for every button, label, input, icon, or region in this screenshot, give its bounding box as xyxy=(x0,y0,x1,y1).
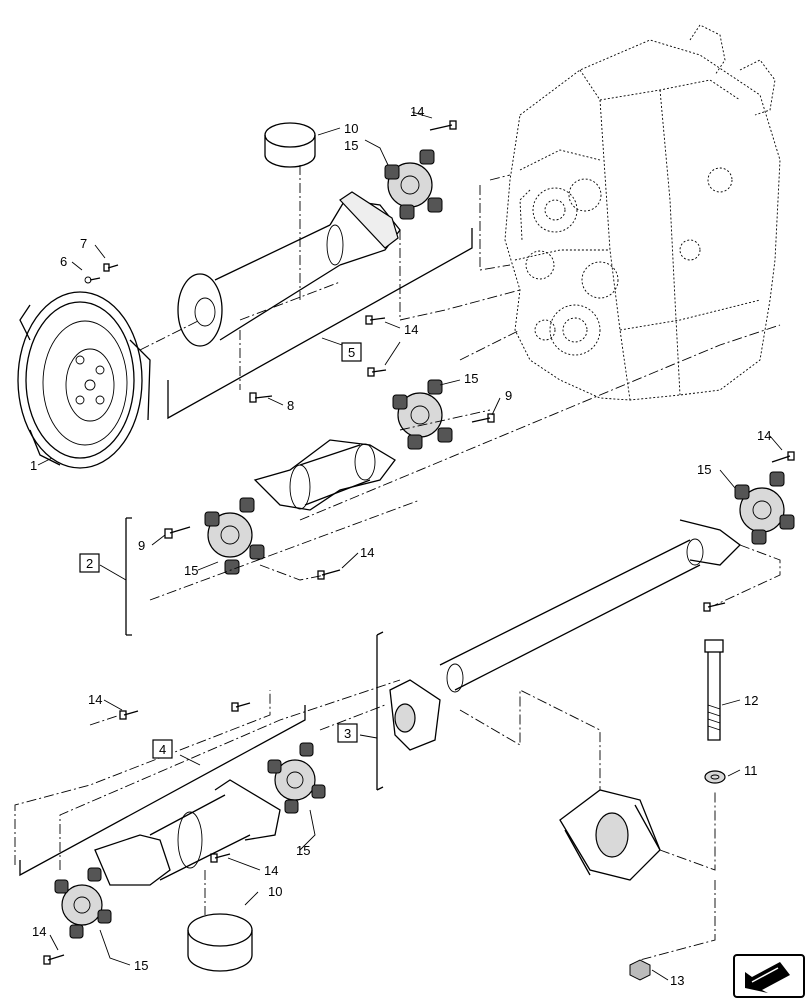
callout-9-lower: 9 xyxy=(138,538,145,553)
washer xyxy=(704,770,726,784)
right-spider-coupling xyxy=(734,471,795,545)
callout-14-b: 14 xyxy=(404,322,418,337)
callout-15-c: 15 xyxy=(184,563,198,578)
callout-10-lower: 10 xyxy=(268,884,282,899)
pillow-block-bearing xyxy=(559,789,661,881)
lower-spider-coupling-left xyxy=(54,867,112,939)
callout-11: 11 xyxy=(744,763,758,778)
callout-9-upper: 9 xyxy=(505,388,512,403)
leader-lines xyxy=(37,111,783,981)
callout-7: 7 xyxy=(80,236,87,251)
middle-drive-shaft xyxy=(253,439,396,511)
callout-1: 1 xyxy=(30,458,37,473)
long-bolt xyxy=(704,639,724,741)
callout-box-5 xyxy=(341,342,362,362)
callout-14-c: 14 xyxy=(360,545,374,560)
callout-15-e: 15 xyxy=(296,843,310,858)
callout-14-e: 14 xyxy=(88,692,102,707)
callout-14-g: 14 xyxy=(32,924,46,939)
upper-spider-coupling xyxy=(384,149,443,220)
callout-6: 6 xyxy=(60,254,67,269)
callout-5: 5 xyxy=(348,345,355,360)
callout-15-a: 15 xyxy=(344,138,358,153)
callout-14-a: 14 xyxy=(410,104,424,119)
callout-2: 2 xyxy=(86,556,93,571)
mid-spider-coupling-left xyxy=(204,497,265,575)
callout-8: 8 xyxy=(287,398,294,413)
upper-drive-shaft xyxy=(177,122,401,347)
callout-labels: 1 2 3 4 5 6 7 8 9 9 10 10 11 12 13 14 14… xyxy=(30,104,771,988)
callout-13: 13 xyxy=(670,973,684,988)
bolts xyxy=(43,120,795,965)
nut xyxy=(629,959,651,981)
callout-12: 12 xyxy=(744,693,758,708)
callout-box-4 xyxy=(152,739,173,759)
assembly-lines xyxy=(14,165,781,961)
callout-10-upper: 10 xyxy=(344,121,358,136)
callout-15-d: 15 xyxy=(697,462,711,477)
callout-14-d: 14 xyxy=(757,428,771,443)
arrow-icon[interactable] xyxy=(733,954,805,998)
lower-drive-shaft xyxy=(94,779,281,972)
mid-spider-coupling-right xyxy=(392,379,453,450)
flywheel-coupling xyxy=(17,291,151,469)
callout-box-3 xyxy=(337,723,358,743)
callout-box-2 xyxy=(79,553,100,573)
callout-15-f: 15 xyxy=(134,958,148,973)
transmission-housing xyxy=(504,24,781,401)
long-drive-shaft xyxy=(389,519,741,751)
callout-15-b: 15 xyxy=(464,371,478,386)
callout-3: 3 xyxy=(344,726,351,741)
callout-4: 4 xyxy=(159,742,166,757)
lower-spider-coupling-right xyxy=(267,742,326,814)
callout-14-f: 14 xyxy=(264,863,278,878)
assembly-brackets xyxy=(19,228,473,877)
